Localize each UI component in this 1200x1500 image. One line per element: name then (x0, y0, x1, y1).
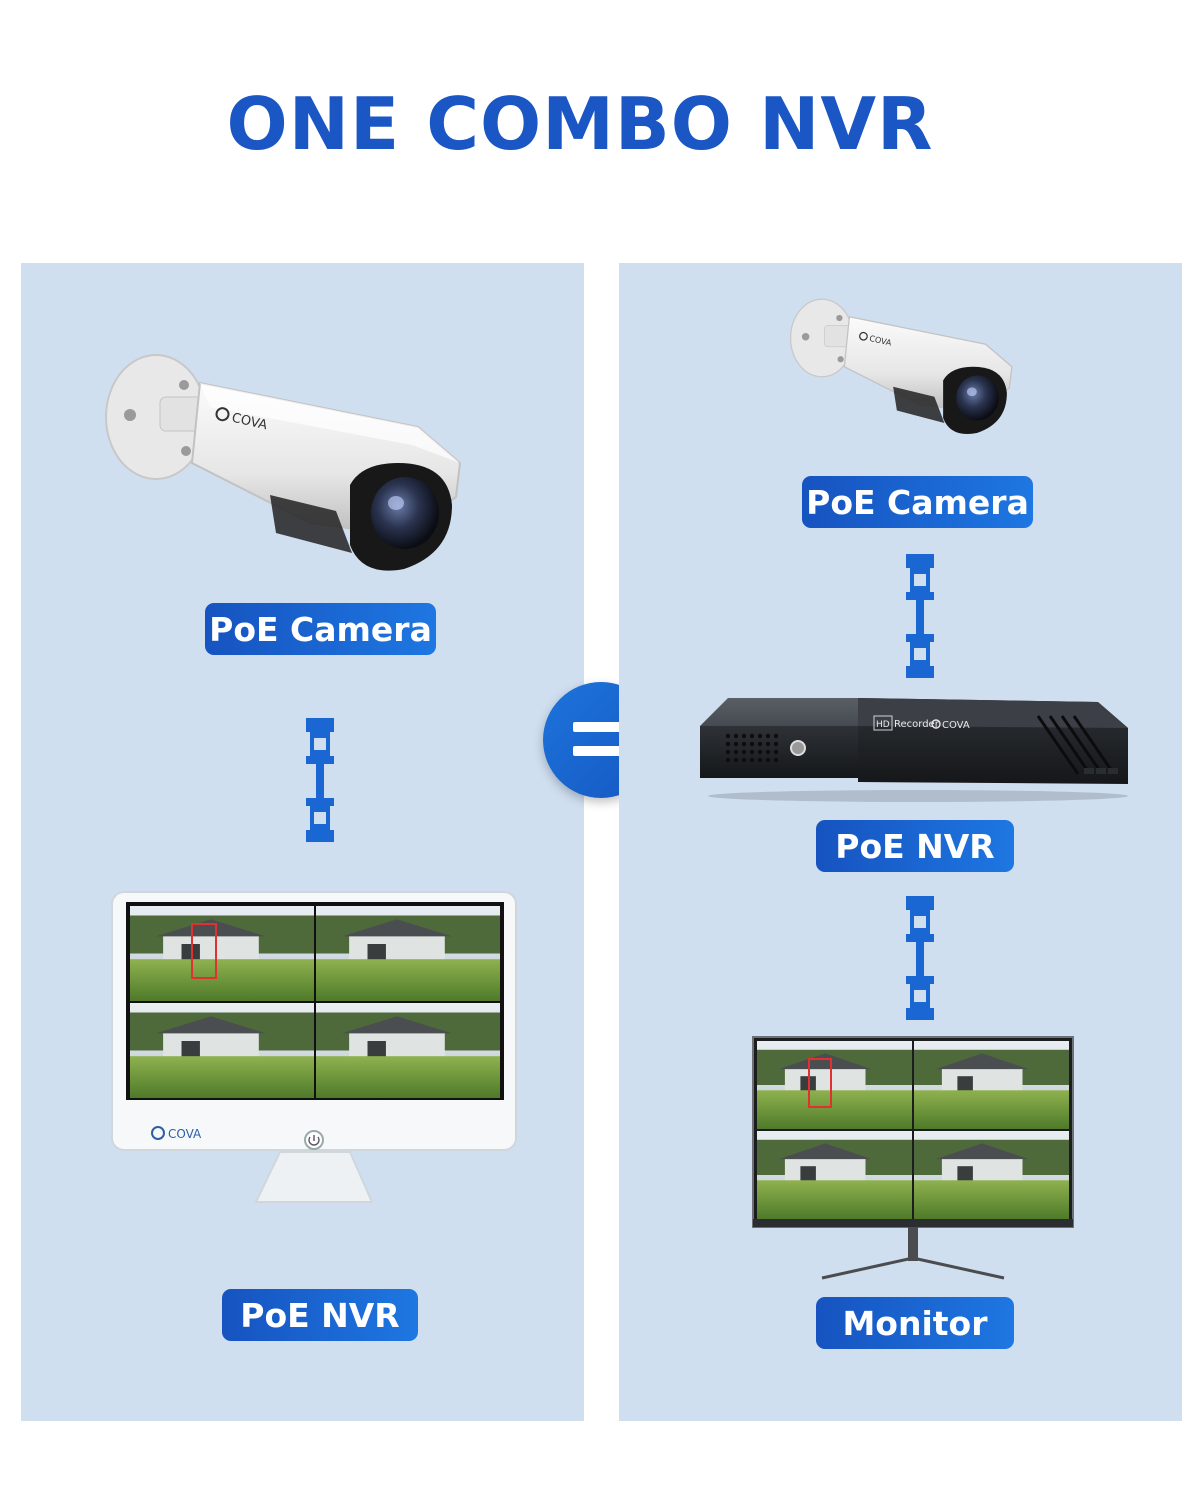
left-poe-camera-label: PoE Camera (205, 603, 436, 655)
right-monitor-label: Monitor (816, 1297, 1014, 1349)
right-poe-nvr-label: PoE NVR (816, 820, 1014, 872)
ethernet-cable-icon-1 (906, 554, 934, 678)
page-title: ONE COMBO NVR (226, 82, 934, 166)
bullet-camera-icon: COVA (105, 354, 462, 571)
nvr-vent-grille (725, 733, 779, 763)
svg-text:HD: HD (876, 720, 890, 730)
monitor-brand-logo: COVA (151, 1126, 202, 1141)
all-in-one-nvr-icon: COVA (111, 891, 517, 1203)
monitor-icon (752, 1036, 1074, 1280)
left-poe-nvr-label: PoE NVR (222, 1289, 418, 1341)
svg-text:COVA: COVA (942, 720, 970, 731)
svg-text:COVA: COVA (168, 1127, 202, 1141)
right-poe-camera-label: PoE Camera (802, 476, 1033, 528)
ethernet-cable-icon-2 (906, 896, 934, 1020)
svg-text:Recorder: Recorder (894, 719, 940, 730)
nvr-recorder-icon: HD Recorder COVA (700, 698, 1128, 802)
ethernet-cable-icon (306, 718, 334, 842)
bullet-camera-icon-right: COVA (790, 298, 1013, 434)
